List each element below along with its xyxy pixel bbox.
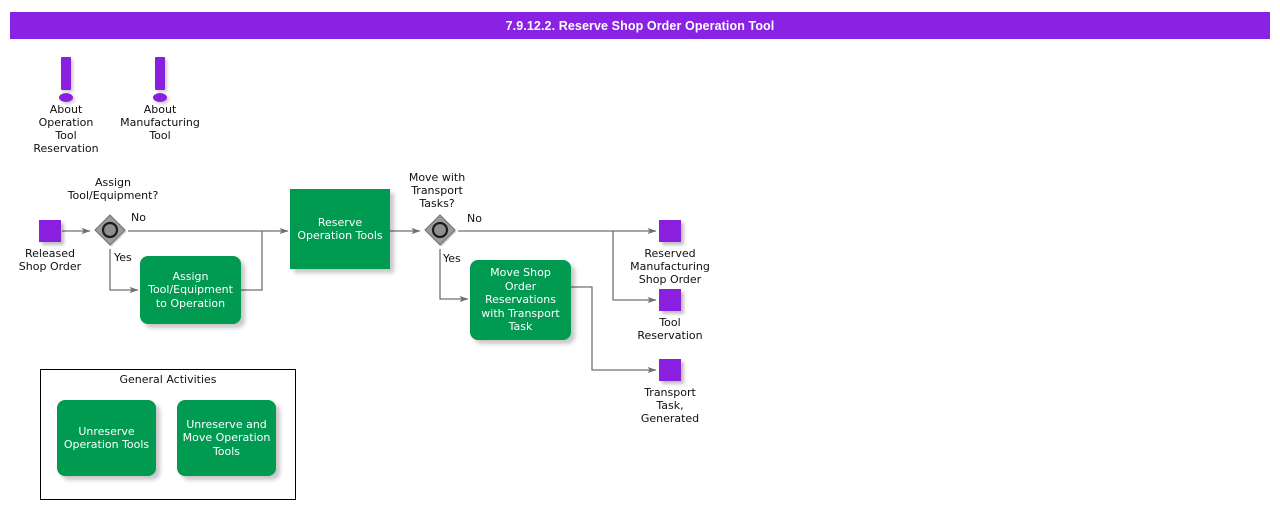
event-square-icon [659, 289, 681, 311]
gateway-label-move-with-transport-tasks: Move with Transport Tasks? [408, 171, 466, 210]
annotation-label: About Manufacturing Tool [120, 103, 200, 142]
gateway-move-with-transport-tasks[interactable] [423, 214, 457, 248]
task-move-shop-order-reservations-with-transport-task[interactable]: Move Shop Order Reservations with Transp… [470, 260, 571, 340]
window-title-bar: 7.9.12.2. Reserve Shop Order Operation T… [10, 12, 1270, 39]
annotation-about-manufacturing-tool[interactable]: About Manufacturing Tool [114, 55, 206, 142]
exclamation-mark-icon [147, 55, 173, 103]
edge-assign-task-merge [241, 231, 263, 291]
gateway-assign-tool-equipment[interactable] [93, 214, 127, 248]
task-unreserve-and-move-operation-tools[interactable]: Unreserve and Move Operation Tools [177, 400, 276, 476]
annotation-label: About Operation Tool Reservation [33, 103, 99, 155]
start-event-label: Released Shop Order [18, 247, 82, 273]
gateway-label-assign-tool-equipment: Assign Tool/Equipment? [67, 176, 159, 202]
task-unreserve-operation-tools[interactable]: Unreserve Operation Tools [57, 400, 156, 476]
end-event-label: Reserved Manufacturing Shop Order [630, 247, 710, 286]
edge-label-gateway2-no: No [467, 212, 482, 225]
annotation-about-operation-tool-reservation[interactable]: About Operation Tool Reservation [20, 55, 112, 155]
event-square-icon [39, 220, 61, 242]
end-event-label: Transport Task, Generated [640, 386, 700, 425]
general-activities-group: General Activities Unreserve Operation T… [40, 369, 296, 500]
task-reserve-operation-tools[interactable]: Reserve Operation Tools [290, 189, 390, 269]
event-based-gateway-icon [424, 214, 457, 247]
end-event-reserved-manufacturing-shop-order[interactable]: Reserved Manufacturing Shop Order [621, 220, 719, 286]
edge-label-gateway1-yes: Yes [114, 251, 132, 264]
page-title: 7.9.12.2. Reserve Shop Order Operation T… [505, 18, 775, 33]
task-assign-tool-equipment-to-operation[interactable]: Assign Tool/Equipment to Operation [140, 256, 241, 324]
event-square-icon [659, 220, 681, 242]
end-event-transport-task-generated[interactable]: Transport Task, Generated [621, 359, 719, 425]
edge-label-gateway2-yes: Yes [443, 252, 461, 265]
event-square-icon [659, 359, 681, 381]
end-event-tool-reservation[interactable]: Tool Reservation [621, 289, 719, 342]
end-event-label: Tool Reservation [637, 316, 703, 342]
edge-label-gateway1-no: No [131, 211, 146, 224]
general-activities-title: General Activities [119, 373, 217, 386]
start-event-released-shop-order[interactable]: Released Shop Order [1, 220, 99, 273]
exclamation-mark-icon [53, 55, 79, 103]
event-based-gateway-icon [94, 214, 127, 247]
